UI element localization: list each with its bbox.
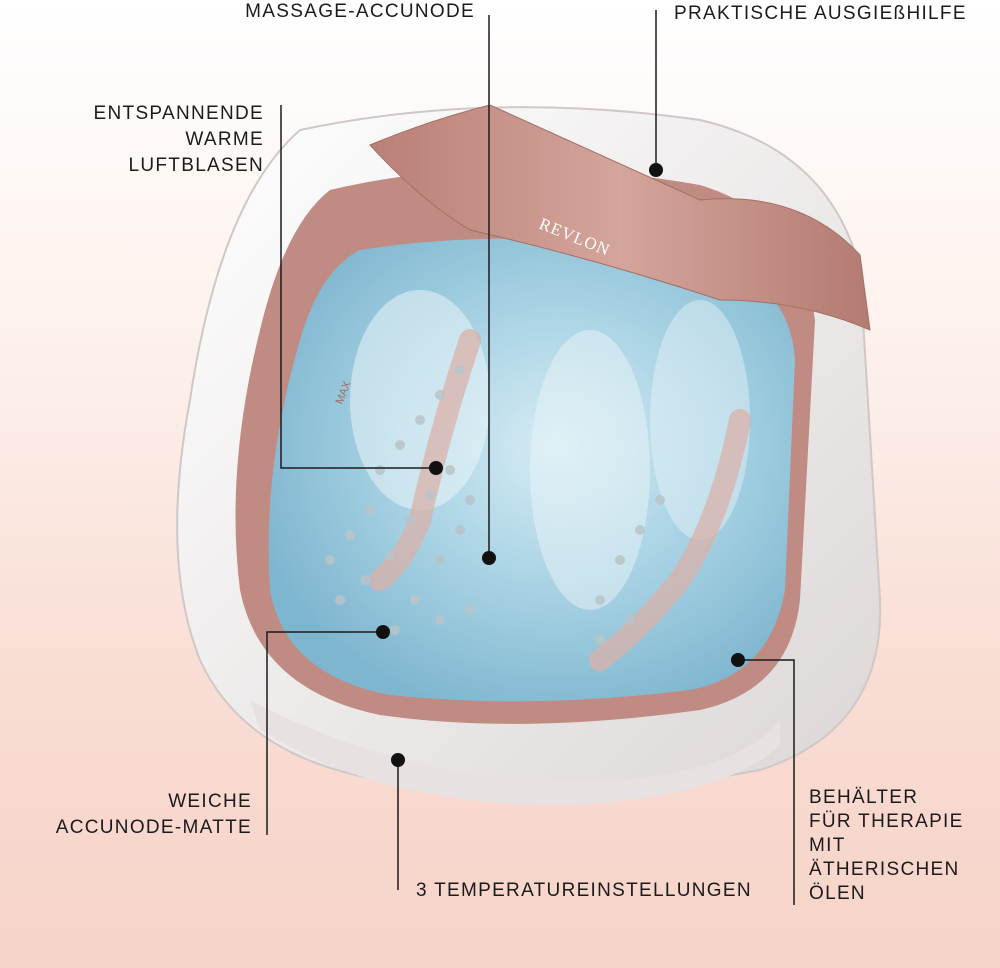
label-bubbles-line-3: LUFTBLASEN	[128, 155, 264, 176]
label-oil-line-5: ÖLEN	[809, 883, 866, 904]
leader-oil-container	[738, 659, 795, 905]
dot-bubbles	[429, 461, 443, 475]
roller-bar-right	[589, 409, 751, 671]
tub-base	[250, 700, 780, 805]
label-bubbles-line-1: ENTSPANNENDE	[93, 103, 264, 124]
leader-mat	[266, 631, 383, 835]
dot-temperature	[391, 753, 405, 767]
label-oil-line-3: MIT	[809, 835, 846, 856]
foam	[530, 330, 650, 610]
label-oil-line-4: ÄTHERISCHEN	[809, 859, 960, 880]
dot-pour-spout	[649, 163, 663, 177]
label-mat: WEICHE ACCUNODE-MATTE	[56, 789, 252, 841]
pour-spout	[369, 104, 871, 331]
label-oil-line-2: FÜR THERAPIE	[809, 811, 964, 832]
label-mat-line-2: ACCUNODE-MATTE	[55, 817, 252, 838]
massage-node-grid	[325, 365, 665, 645]
label-temperature: 3 TEMPERATUREINSTELLUNGEN	[416, 879, 752, 903]
dot-mat	[376, 625, 390, 639]
label-pour-spout-text: PRAKTISCHE AUSGIEßHILFE	[674, 3, 967, 24]
label-oil-container: BEHÄLTER FÜR THERAPIE MIT ÄTHERISCHEN ÖL…	[809, 786, 964, 906]
dot-oil-container	[731, 653, 745, 667]
label-massage-nodes-text: MASSAGE-ACCUNODE	[245, 1, 475, 22]
label-temperature-text: 3 TEMPERATUREINSTELLUNGEN	[416, 880, 752, 901]
label-bubbles: ENTSPANNENDE WARME LUFTBLASEN	[94, 101, 264, 179]
label-bubbles-line-2: WARME	[185, 129, 264, 150]
dot-massage-nodes	[482, 551, 496, 565]
roller-bar-left	[369, 329, 481, 591]
label-massage-nodes: MASSAGE-ACCUNODE	[245, 0, 475, 24]
label-mat-line-1: WEICHE	[168, 791, 252, 812]
label-pour-spout: PRAKTISCHE AUSGIEßHILFE	[674, 2, 967, 26]
label-oil-line-1: BEHÄLTER	[809, 787, 919, 808]
leader-bubbles	[280, 105, 436, 469]
callout-dots	[376, 163, 745, 767]
leader-lines	[266, 10, 795, 905]
foam	[350, 290, 490, 510]
